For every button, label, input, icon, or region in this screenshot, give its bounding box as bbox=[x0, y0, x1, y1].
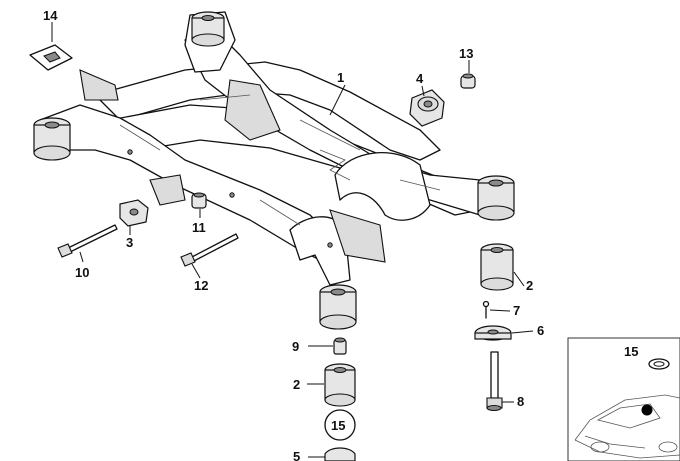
callout-2-center: 2 bbox=[293, 377, 300, 392]
mount-bushing-front[interactable] bbox=[319, 284, 357, 330]
rear-axle-subframe[interactable] bbox=[39, 11, 501, 286]
callout-3: 3 bbox=[126, 235, 133, 250]
callout-7: 7 bbox=[513, 303, 520, 318]
leader-lines bbox=[51, 22, 534, 458]
callout-labels: 1 4 13 14 3 10 11 12 2 7 6 8 9 2 15 5 15 bbox=[43, 8, 638, 461]
mount-bushing-right[interactable] bbox=[477, 175, 515, 221]
part-14-plate[interactable] bbox=[29, 44, 73, 71]
callout-4: 4 bbox=[416, 71, 424, 86]
part-4-bushing[interactable] bbox=[409, 89, 445, 127]
part-9-nut[interactable] bbox=[333, 337, 347, 355]
callout-8: 8 bbox=[517, 394, 524, 409]
callout-15-circle: 15 bbox=[331, 418, 345, 433]
part-11-nut[interactable] bbox=[191, 192, 207, 209]
callout-5: 5 bbox=[293, 449, 300, 461]
callout-9: 9 bbox=[292, 339, 299, 354]
callout-15-inset: 15 bbox=[624, 344, 638, 359]
part-6-washer[interactable] bbox=[474, 325, 512, 341]
mount-bushing-left[interactable] bbox=[33, 117, 71, 161]
part-8-bolt[interactable] bbox=[486, 351, 503, 411]
callout-10: 10 bbox=[75, 265, 89, 280]
callout-11: 11 bbox=[192, 220, 206, 235]
part-13-nut[interactable] bbox=[460, 73, 476, 89]
location-marker-icon bbox=[641, 404, 653, 416]
part-10-bolt[interactable] bbox=[57, 224, 118, 258]
callout-6: 6 bbox=[537, 323, 544, 338]
callout-1: 1 bbox=[337, 70, 344, 85]
part-5-cap[interactable] bbox=[324, 447, 356, 461]
vehicle-location-inset bbox=[567, 337, 680, 461]
part-7-pin[interactable] bbox=[482, 300, 490, 319]
callout-2-right: 2 bbox=[526, 278, 533, 293]
mount-bushing-top-left[interactable] bbox=[191, 11, 225, 47]
part-12-bolt[interactable] bbox=[180, 233, 239, 267]
callout-13: 13 bbox=[459, 46, 473, 61]
part-15-callout-circle[interactable] bbox=[324, 409, 356, 441]
callout-12: 12 bbox=[194, 278, 208, 293]
part-3-bushing[interactable] bbox=[119, 199, 149, 227]
part-2-bushing-center[interactable] bbox=[324, 363, 356, 407]
callout-14: 14 bbox=[43, 8, 58, 23]
car-outline-icon bbox=[574, 394, 680, 459]
part-2-bushing-right[interactable] bbox=[480, 243, 514, 291]
